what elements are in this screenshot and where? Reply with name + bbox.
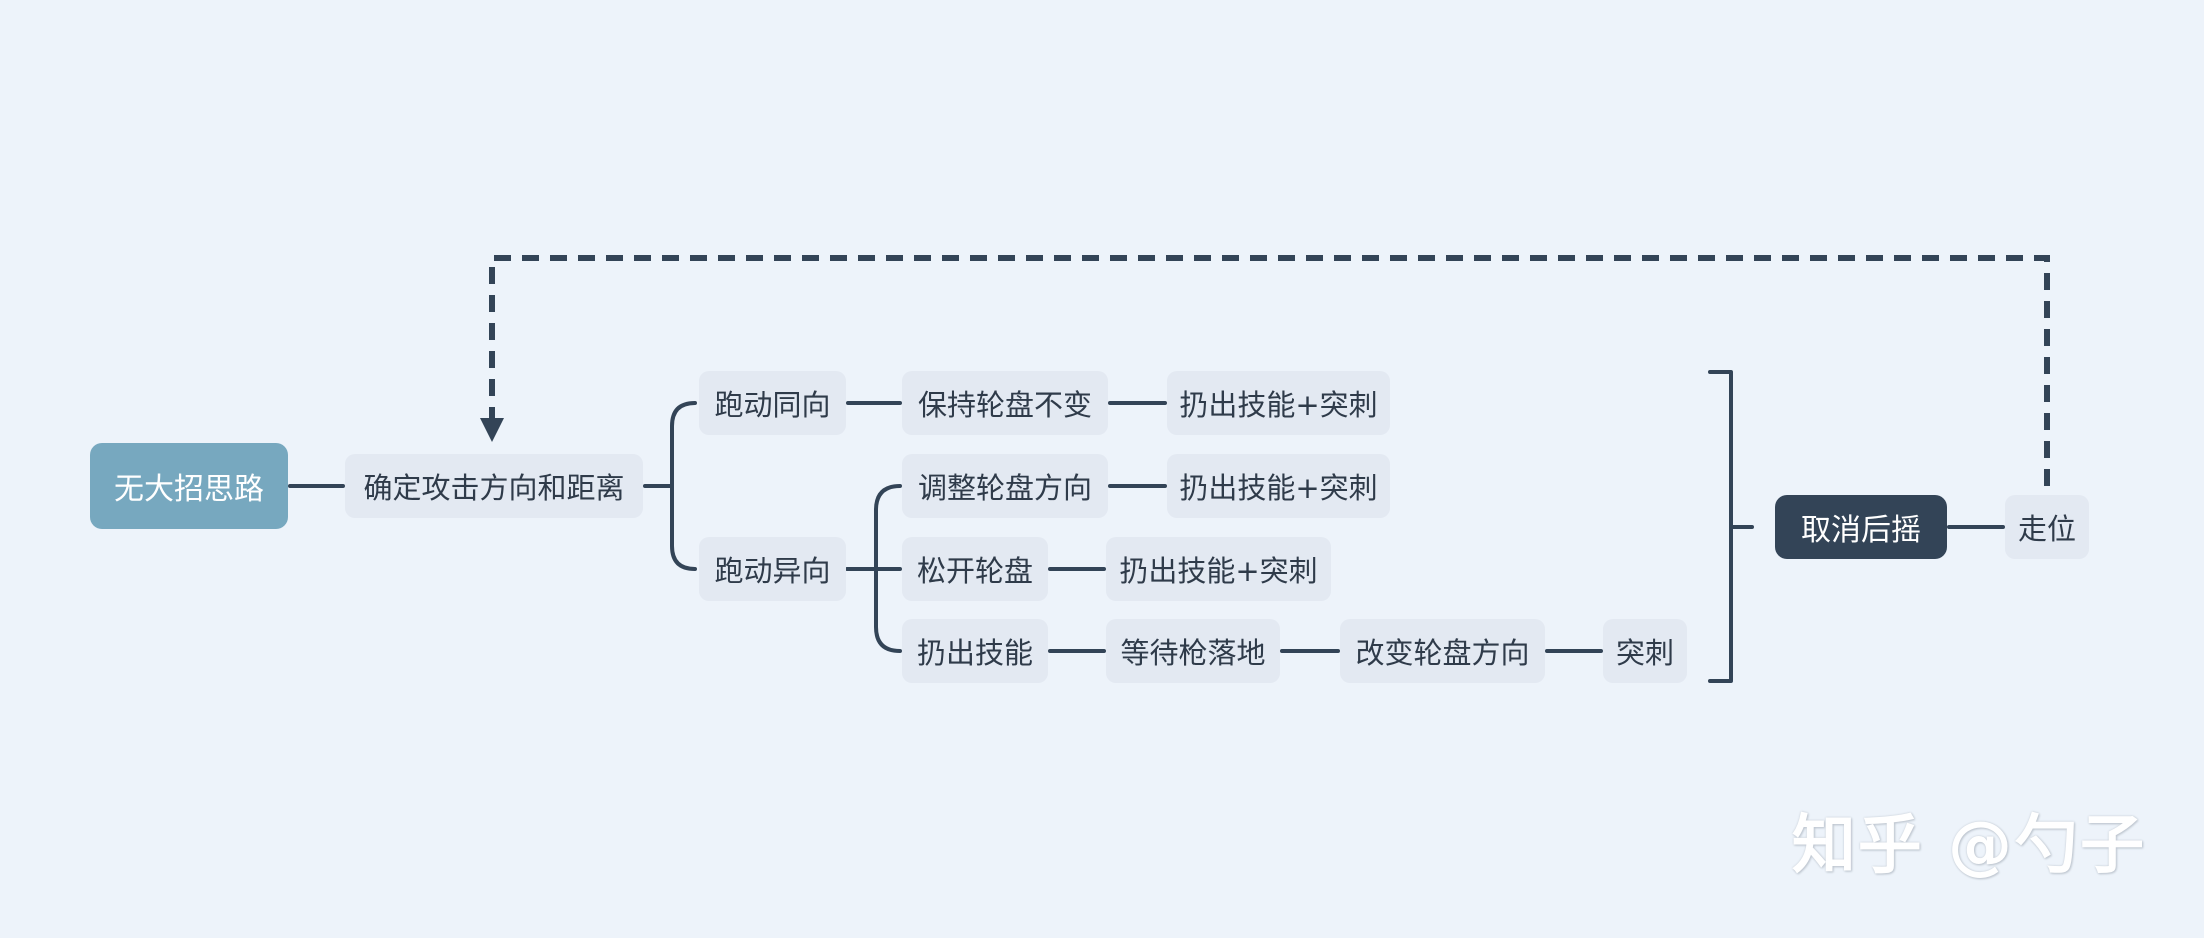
node-release-wheel: 松开轮盘 <box>902 537 1048 601</box>
node-cancel-backswing: 取消后摇 <box>1775 495 1947 559</box>
node-move: 走位 <box>2005 495 2089 559</box>
node-run-same-direction: 跑动同向 <box>699 371 846 435</box>
summary-bracket <box>1708 370 1733 683</box>
connector-branch-bracket <box>670 401 697 571</box>
root-node: 无大招思路 <box>90 443 288 529</box>
node-change-wheel: 改变轮盘方向 <box>1340 619 1545 683</box>
node-determine-direction: 确定攻击方向和距离 <box>345 454 643 518</box>
node-dash: 突刺 <box>1603 619 1687 683</box>
node-wait-gun-land: 等待枪落地 <box>1106 619 1280 683</box>
node-throw-skill-dash-2: 扔出技能+突刺 <box>1167 454 1390 518</box>
node-adjust-wheel: 调整轮盘方向 <box>902 454 1108 518</box>
node-throw-skill-dash-3: 扔出技能+突刺 <box>1106 537 1331 601</box>
node-run-opposite-direction: 跑动异向 <box>699 537 846 601</box>
loop-arrowhead <box>480 418 504 442</box>
node-keep-wheel: 保持轮盘不变 <box>902 371 1108 435</box>
node-throw-skill: 扔出技能 <box>902 619 1048 683</box>
loop-back-dashed-arrow <box>489 255 2050 486</box>
node-throw-skill-dash-1: 扔出技能+突刺 <box>1167 371 1390 435</box>
watermark: 知乎 @勺子 <box>1791 809 2146 883</box>
